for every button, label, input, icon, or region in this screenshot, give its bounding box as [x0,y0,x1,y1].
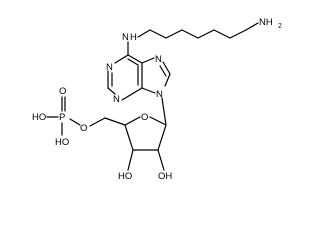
bond-chain-1 [149,29,167,39]
bond-c3prime-oh [127,149,134,171]
bond-chain-5 [213,29,231,39]
bond-chain-amine [245,22,259,31]
bond-c5-c6 [127,54,143,64]
chemical-structure-diagram: N H NH 2 N N N N O O P O HO HO HO OH [32,17,282,182]
bond-n7-c8-double [159,65,167,77]
bond-n9-c4 [141,87,156,94]
atom-n3-label: N [113,94,120,105]
atom-amine-subscript: 2 [278,23,282,30]
atom-ester-oxygen-label: O [80,123,87,134]
bond-c6-n1 [114,54,129,64]
bond-o4prime-c4prime [124,116,141,126]
bond-n6-chain [137,29,151,38]
bond-c4prime-c3prime [124,124,134,151]
atom-n1-label: N [106,62,113,73]
bond-c1prime-o4prime [149,116,167,126]
atom-ring-oxygen-label: O [141,112,148,123]
atom-labels: N H NH 2 N N N N O O P O HO HO HO OH [32,17,282,182]
bond-c8-n9 [164,73,171,87]
bond-c2prime-c1prime [157,124,167,151]
bond-chain-3 [181,29,199,39]
bond-o-p [69,118,81,126]
bond-n3-c4 [121,87,143,101]
atom-c3prime-hydroxyl-label: HO [118,171,132,182]
bond-c5-n7 [141,57,155,64]
bond-c4prime-c5prime [104,117,126,126]
bond-chain-4 [197,29,215,39]
atom-phosphate-oh-top-label: HO [32,112,46,123]
atom-n6-label: N [122,32,129,43]
atom-phosphoryl-oxygen-label: O [59,86,66,97]
atom-phosphate-oh-bottom-label: HO [55,137,69,148]
bond-c5-c6-double [127,58,139,66]
bond-c2prime-oh [157,149,165,171]
bond-n9-c1prime [161,97,167,126]
bond-chain-2 [165,29,183,39]
atom-amine-label: NH [259,17,273,28]
atom-n7-label: N [155,54,162,65]
atom-n9-label: N [156,89,163,100]
atom-c2prime-hydroxyl-label: OH [158,171,172,182]
bond-chain-6 [229,29,247,39]
bond-n7-c8 [162,61,171,75]
bond-c5prime-o [89,117,106,127]
bonds [46,22,259,171]
atom-n6-hydrogen-label: H [130,32,137,43]
atom-phosphorus-label: P [59,112,65,123]
bond-c2-n3 [107,87,116,95]
